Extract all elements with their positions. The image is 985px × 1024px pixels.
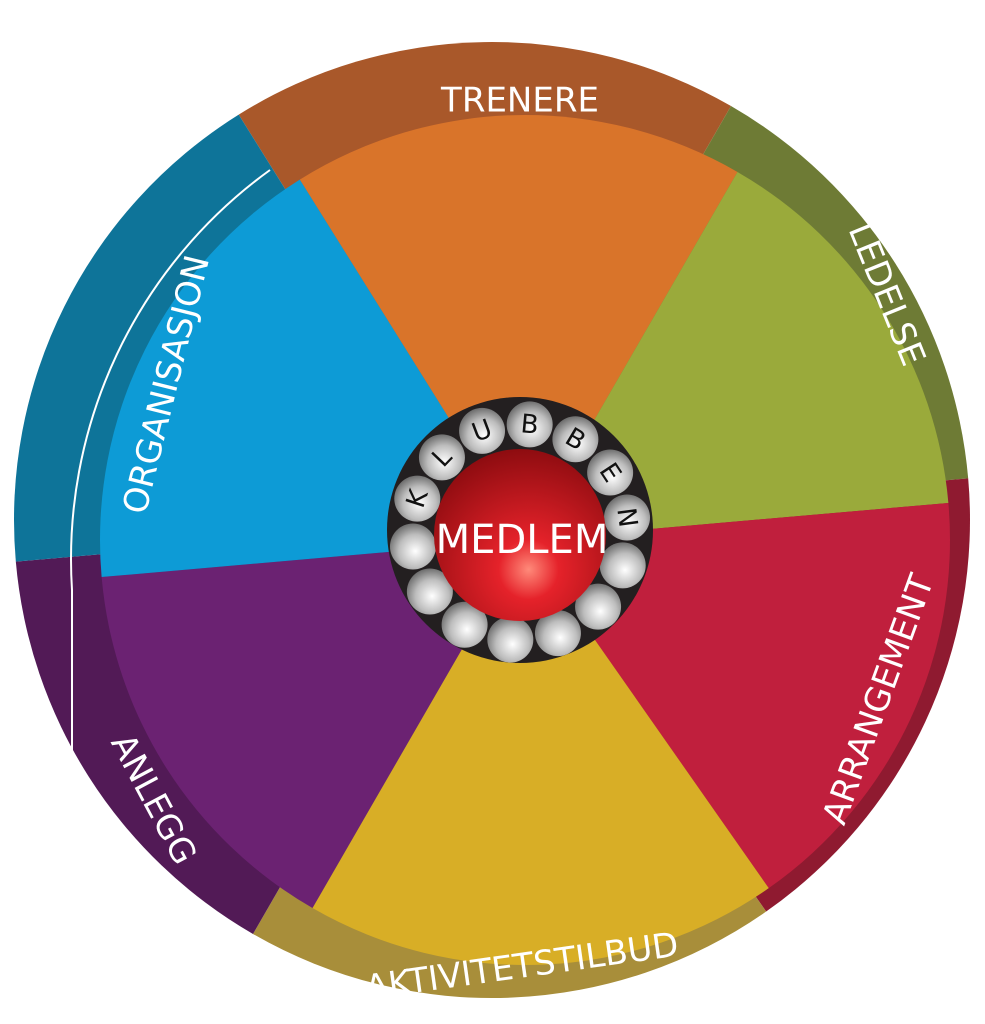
ring-letter: B xyxy=(519,409,539,440)
ring-ball xyxy=(418,434,465,481)
ring-ball xyxy=(575,583,622,630)
ring-ball xyxy=(487,616,534,663)
ring-ball xyxy=(506,401,553,448)
ring-ball xyxy=(394,475,441,522)
center-member-ball xyxy=(434,449,606,621)
ring-ball xyxy=(599,542,646,589)
ring-ball xyxy=(604,494,651,541)
ring-ball xyxy=(552,416,599,463)
ring-ball xyxy=(459,407,506,454)
ring-ball xyxy=(406,568,453,615)
label-trenere: TRENERE xyxy=(440,81,599,121)
segment-ledelse xyxy=(525,171,949,540)
center-title: MEDLEM xyxy=(436,517,609,563)
ring-ball xyxy=(441,601,488,648)
segment-anlegg xyxy=(101,540,526,909)
ring-letter: N xyxy=(610,506,642,529)
segment-trenere xyxy=(299,114,738,540)
ring-ball xyxy=(389,523,436,570)
rim-edge-line xyxy=(70,169,271,961)
ring-ball xyxy=(534,610,581,657)
ring-ball xyxy=(587,449,634,496)
segment-aktivitetstilbud xyxy=(312,540,769,966)
